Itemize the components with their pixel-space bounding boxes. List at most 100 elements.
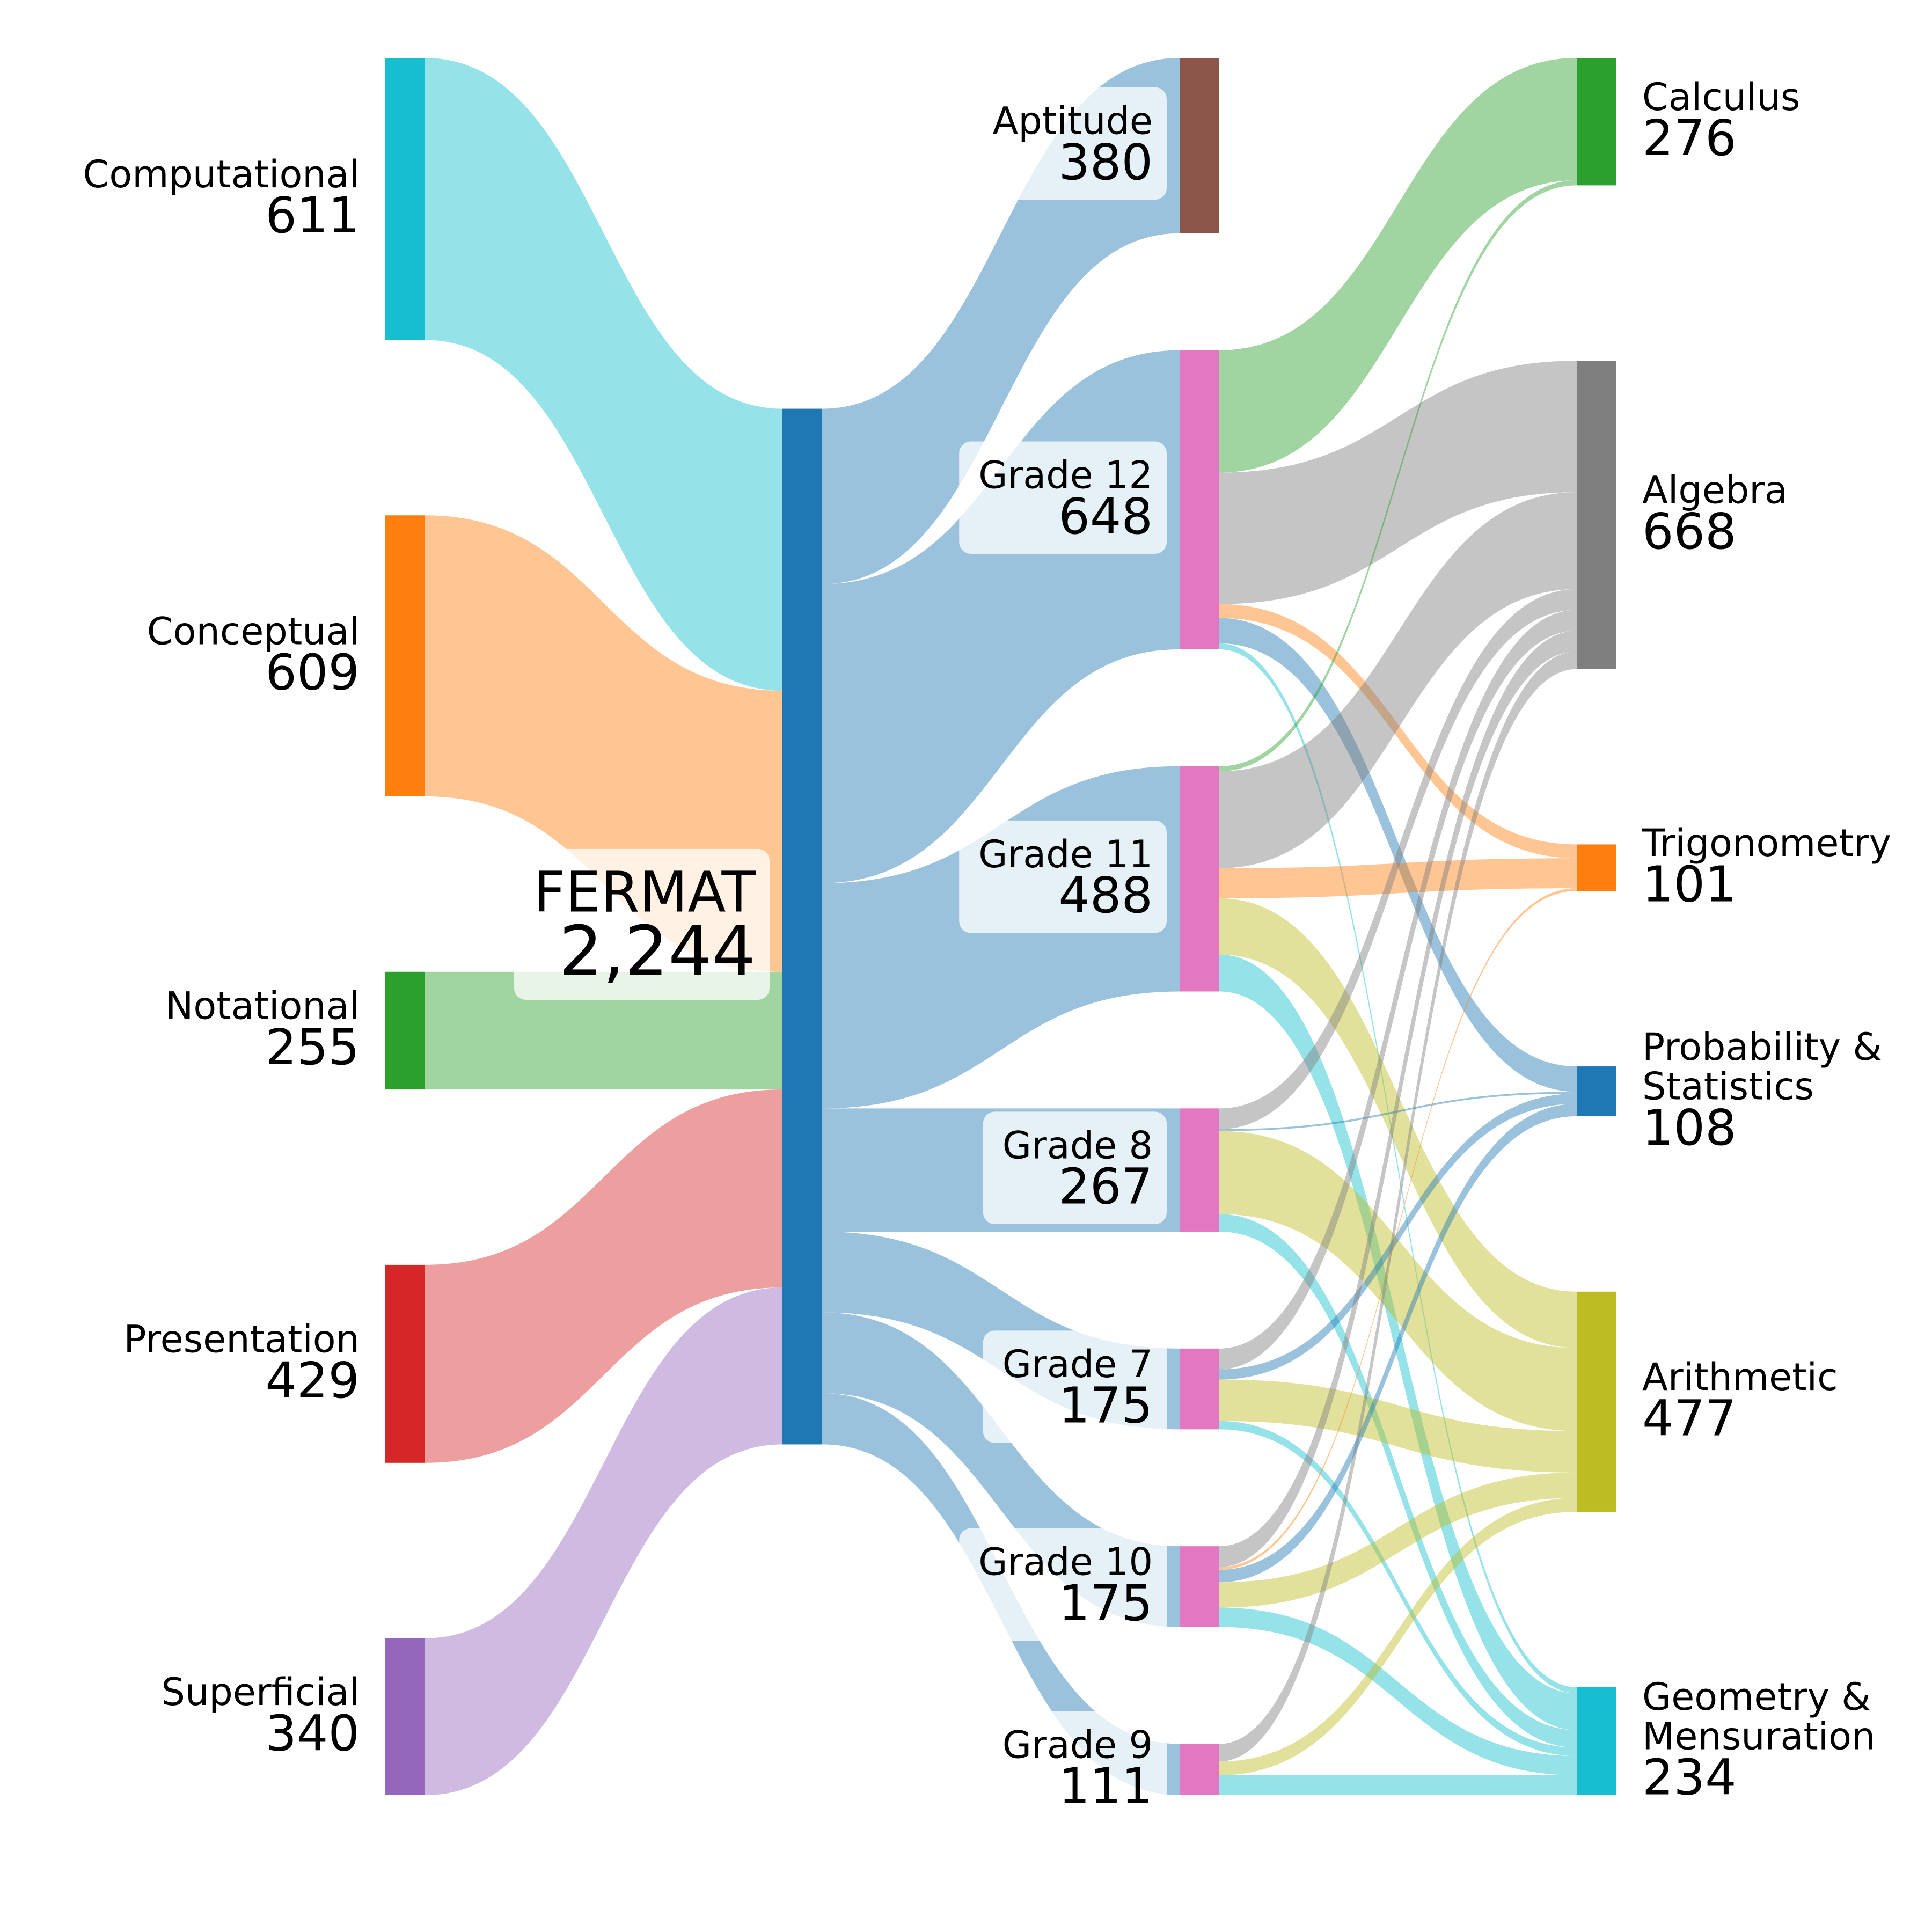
label-value-superficial: 340 — [265, 1704, 360, 1762]
link-grade-8-to-arithmetic — [1219, 1131, 1577, 1431]
label-name-fermat: FERMAT — [533, 859, 756, 925]
node-conceptual — [385, 515, 425, 796]
label-value-presentation: 429 — [265, 1352, 360, 1409]
link-grade-10-to-algebra — [1219, 631, 1577, 1567]
label-value-conceptual: 609 — [265, 644, 360, 701]
node-grade-7 — [1180, 1348, 1219, 1430]
label-value-grade-10: 175 — [1058, 1575, 1153, 1632]
label-box-grade-9 — [983, 1711, 1167, 1824]
label-value-geometry-mensuration: 234 — [1642, 1749, 1737, 1806]
label-name-probability-statistics-1: Statistics — [1642, 1064, 1814, 1108]
label-box-grade-10 — [959, 1528, 1167, 1641]
link-grade-12-to-probability-statistics — [1219, 618, 1577, 1092]
link-computational-to-fermat — [425, 58, 782, 691]
link-grade-8-to-probability-statistics — [1219, 1092, 1577, 1131]
node-grade-9 — [1180, 1744, 1219, 1795]
link-grade-12-to-geometry-mensuration — [1219, 643, 1577, 1693]
node-computational — [385, 58, 425, 340]
link-grade-10-to-arithmetic — [1219, 1472, 1577, 1608]
label-value-grade-7: 175 — [1058, 1377, 1153, 1435]
label-name-aptitude: Aptitude — [992, 99, 1153, 143]
label-name-grade-8: Grade 8 — [1002, 1123, 1153, 1167]
node-grade-12 — [1180, 350, 1219, 649]
node-geometry-mensuration — [1577, 1687, 1616, 1795]
link-grade-10-to-geometry-mensuration — [1219, 1607, 1577, 1776]
label-value-fermat: 2,244 — [559, 912, 756, 992]
label-box-grade-12 — [959, 441, 1167, 554]
label-name-algebra: Algebra — [1642, 469, 1788, 513]
node-probability-statistics — [1577, 1066, 1616, 1116]
label-name-notational: Notational — [165, 984, 360, 1028]
label-name-superficial: Superficial — [162, 1670, 360, 1714]
node-presentation — [385, 1264, 425, 1463]
node-fermat — [782, 408, 822, 1445]
label-value-trigonometry: 101 — [1642, 855, 1737, 913]
link-grade-9-to-geometry-mensuration — [1219, 1775, 1577, 1795]
label-box-grade-8 — [983, 1111, 1167, 1224]
link-grade-12-to-algebra — [1219, 361, 1577, 604]
link-grade-11-to-arithmetic — [1219, 898, 1577, 1348]
label-value-grade-8: 267 — [1058, 1158, 1153, 1216]
label-value-arithmetic: 477 — [1642, 1389, 1737, 1447]
label-name-geometry-mensuration-0: Geometry & — [1642, 1675, 1871, 1719]
node-calculus — [1577, 58, 1616, 186]
link-grade-8-to-algebra — [1219, 589, 1577, 1130]
label-value-aptitude: 380 — [1058, 134, 1153, 191]
link-grade-12-to-calculus — [1219, 58, 1577, 473]
node-grade-11 — [1180, 766, 1219, 992]
label-value-grade-9: 111 — [1058, 1758, 1153, 1815]
sankey-labels: Computational611Conceptual609Notational2… — [83, 75, 1891, 1824]
label-box-grade-11 — [959, 820, 1167, 933]
label-name-trigonometry: Trigonometry — [1642, 821, 1891, 865]
link-grade-10-to-trigonometry — [1219, 888, 1577, 1570]
node-grade-10 — [1180, 1546, 1219, 1627]
node-grade-8 — [1180, 1108, 1219, 1232]
label-box-grade-7 — [983, 1330, 1167, 1443]
node-algebra — [1577, 361, 1616, 669]
node-notational — [385, 971, 425, 1090]
link-grade-11-to-geometry-mensuration — [1219, 954, 1577, 1730]
label-value-probability-statistics: 108 — [1642, 1099, 1737, 1157]
link-grade-9-to-algebra — [1219, 651, 1577, 1762]
link-grade-10-to-probability-statistics — [1219, 1103, 1577, 1583]
node-superficial — [385, 1638, 425, 1795]
label-value-calculus: 276 — [1642, 109, 1737, 167]
label-name-conceptual: Conceptual — [147, 609, 360, 653]
node-trigonometry — [1577, 844, 1616, 891]
label-name-presentation: Presentation — [123, 1317, 360, 1361]
label-name-grade-12: Grade 12 — [978, 453, 1153, 497]
label-name-grade-7: Grade 7 — [1002, 1342, 1153, 1386]
label-name-arithmetic: Arithmetic — [1642, 1355, 1838, 1399]
link-grade-11-to-calculus — [1219, 180, 1577, 772]
label-name-calculus: Calculus — [1642, 75, 1800, 119]
link-grade-7-to-arithmetic — [1219, 1379, 1577, 1473]
node-arithmetic — [1577, 1291, 1616, 1512]
node-aptitude — [1180, 58, 1219, 233]
label-value-notational: 255 — [265, 1019, 360, 1076]
link-grade-11-to-algebra — [1219, 492, 1577, 868]
link-grade-7-to-probability-statistics — [1219, 1093, 1577, 1380]
link-grade-12-to-trigonometry — [1219, 604, 1577, 859]
label-value-grade-12: 648 — [1058, 488, 1153, 545]
link-grade-8-to-geometry-mensuration — [1219, 1214, 1577, 1748]
link-superficial-to-fermat — [425, 1287, 782, 1795]
label-value-grade-11: 488 — [1058, 867, 1153, 924]
sankey-nodes — [385, 58, 1616, 1795]
